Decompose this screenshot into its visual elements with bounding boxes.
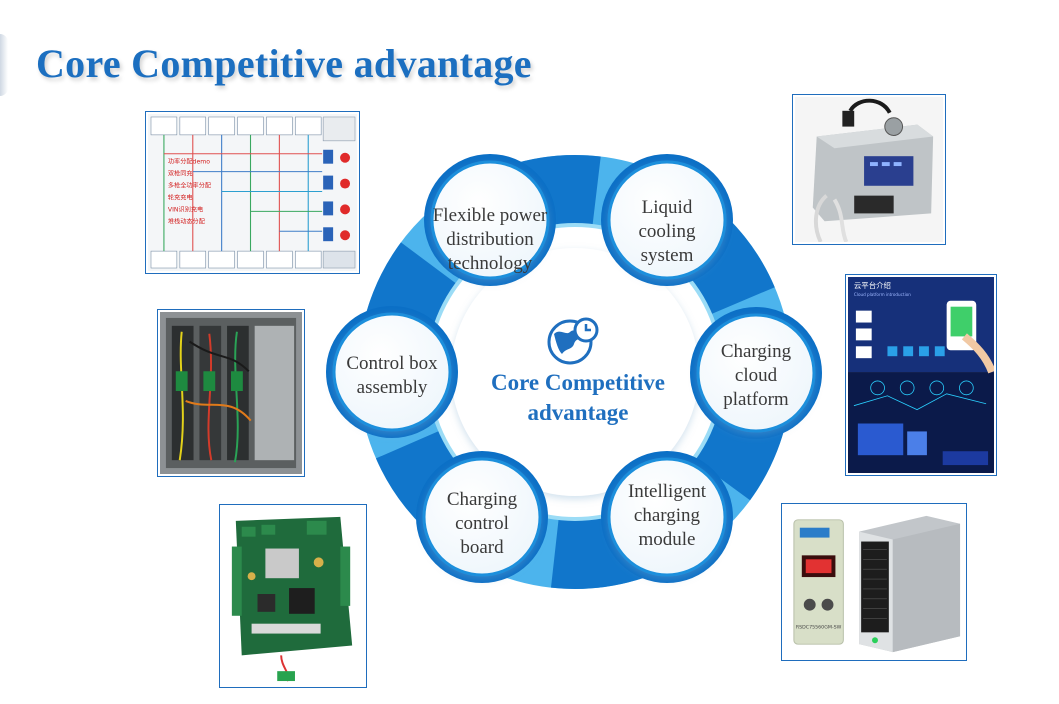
node-label-charging-module: Intelligent charging module: [627, 481, 707, 550]
schematic-label: 轮充充电: [168, 193, 193, 201]
schematic-label: 多枪全功率分配: [168, 182, 211, 190]
photo-control-box-assembly: [157, 309, 305, 477]
node-label-control-box: Control box assembly: [346, 353, 438, 398]
module-code: RSDC75560GM-SW: [796, 624, 842, 630]
page-title: Core Competitive advantage: [36, 41, 532, 86]
photo-charging-control-board: [219, 504, 367, 688]
globe-icon: [540, 314, 606, 366]
schematic-label: 功率分配demo: [168, 158, 210, 166]
cloud-subtitle: Cloud platform introduction: [854, 292, 911, 297]
node-label-cloud-platform: Charging cloud platform: [720, 341, 792, 410]
photo-power-distribution-schematic: 功率分配demo 双枪同充 多枪全功率分配 轮充充电 VIN识别充电 堆栈动态分…: [145, 111, 360, 274]
photo-charging-cloud-platform: 云平台介绍 Cloud platform introduction: [845, 274, 997, 476]
photo-liquid-cooling-system: [792, 94, 946, 245]
left-accent-bar: [0, 34, 8, 96]
node-label-liquid-cooling: Liquid cooling system: [638, 197, 696, 266]
node-label-control-board: Charging control board: [446, 489, 518, 558]
schematic-label: 双枪同充: [168, 170, 193, 178]
competitive-advantage-ring: [320, 154, 840, 589]
node-label-flexible-power: Flexible power distribution technology: [432, 205, 548, 274]
cloud-title: 云平台介绍: [854, 280, 891, 290]
schematic-label: 堆栈动态分配: [168, 217, 205, 225]
ring-nodes: [326, 154, 822, 583]
center-label: Core Competitive advantage: [491, 370, 665, 425]
schematic-label: VIN识别充电: [168, 205, 203, 213]
photo-intelligent-charging-module: RSDC75560GM-SW: [781, 503, 967, 661]
